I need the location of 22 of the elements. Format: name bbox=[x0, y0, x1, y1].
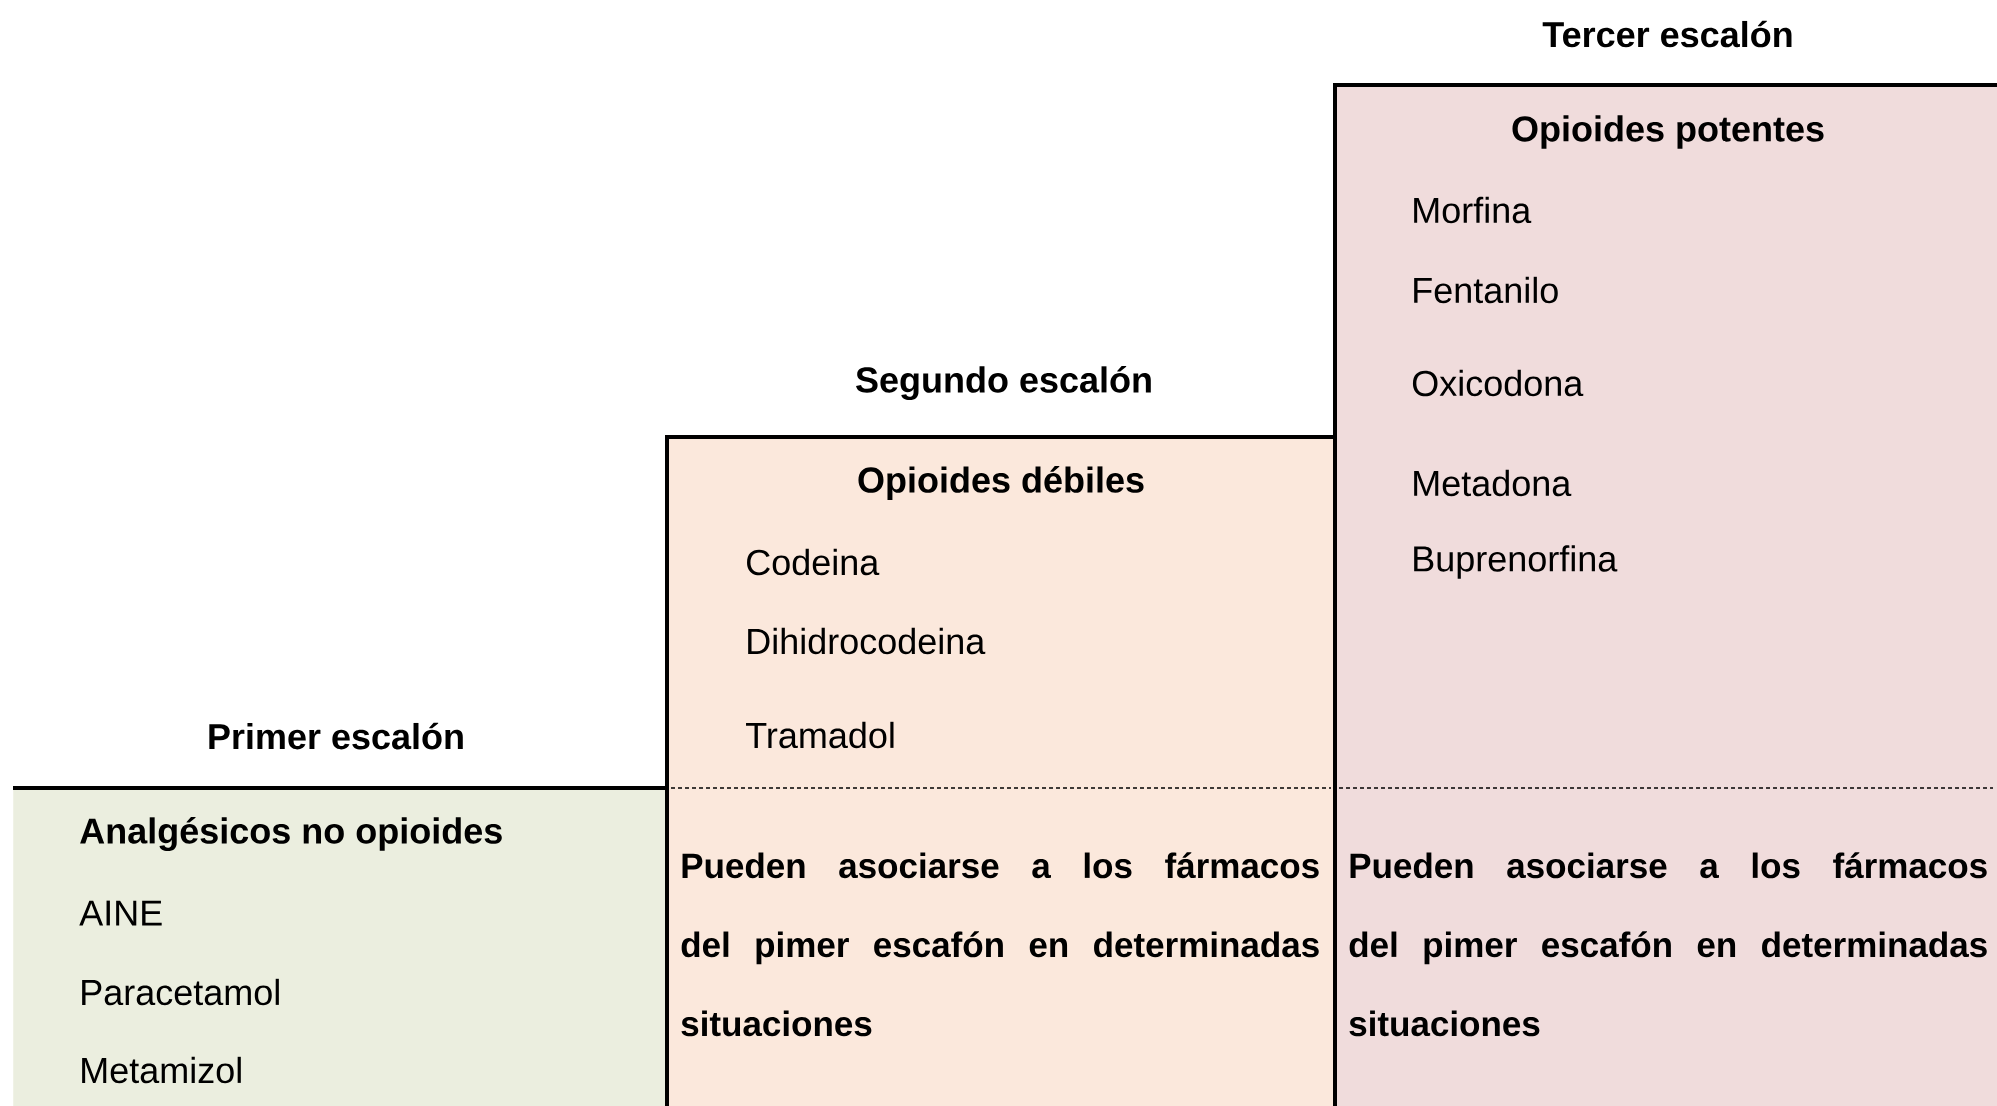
drug-name: Tramadol bbox=[746, 721, 894, 749]
step-heading: Segundo escalón bbox=[856, 366, 1151, 400]
drug-name: Oxicodona bbox=[1412, 369, 1584, 397]
note-text: Pueden asociarse a los fármacos del pimer escafón en determinadas situaciones bbox=[681, 852, 1319, 1037]
drug-name: Metamizol bbox=[82, 1056, 241, 1084]
category-heading: Opioides débiles bbox=[858, 466, 1144, 500]
drug-name: AINE bbox=[79, 900, 162, 926]
drug-name: Metadona bbox=[1414, 469, 1572, 497]
step-heading: Primer escalón bbox=[209, 722, 463, 750]
drug-name: Morfina bbox=[1414, 196, 1532, 224]
drug-name: Codeina bbox=[747, 548, 880, 576]
drug-name: Buprenorfina bbox=[1414, 545, 1618, 579]
drug-name: Paracetamol bbox=[82, 978, 279, 1006]
drug-name: Dihidrocodeina bbox=[748, 627, 986, 655]
category-heading: Analgésicos no opioides bbox=[80, 817, 502, 851]
category-heading: Opioides potentes bbox=[1512, 115, 1824, 149]
step-heading: Tercer escalón bbox=[1542, 20, 1792, 48]
step-box bbox=[1333, 83, 1997, 1106]
step-box bbox=[13, 786, 668, 1106]
step-box bbox=[665, 435, 1336, 1106]
drug-name: Fentanilo bbox=[1414, 276, 1558, 304]
note-text: Pueden asociarse a los fármacos del pimer escafón en determinadas situaciones bbox=[1349, 852, 1987, 1037]
